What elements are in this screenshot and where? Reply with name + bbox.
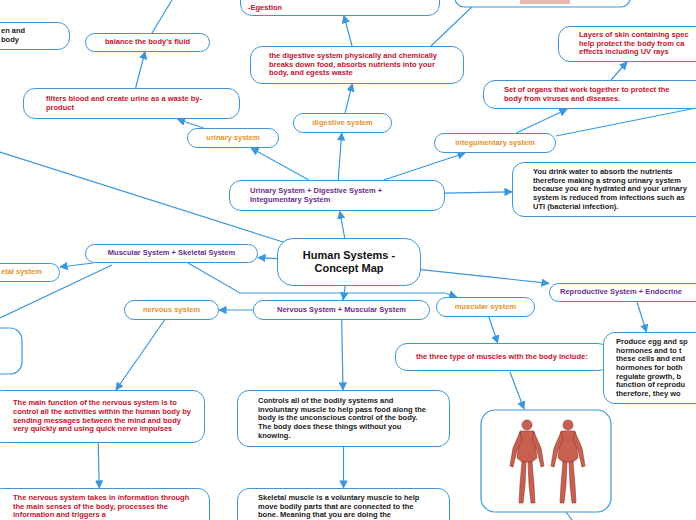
connector-arrow: [384, 153, 465, 180]
image-box: [481, 410, 611, 512]
concept-box: etal system: [0, 263, 60, 282]
concept-box: filters blood and create urine as a wast…: [23, 88, 240, 119]
node-text: the three type of muscles with the body …: [416, 353, 589, 362]
connector-arrow: [637, 302, 647, 332]
node-text: Layers of skin containing spec help prot…: [579, 31, 696, 57]
concept-box: -Egestion: [240, 0, 440, 16]
concept-box: the digestive system physically and chem…: [250, 46, 464, 84]
concept-box: Human Systems - Concept Map: [277, 238, 421, 286]
connector-arrow: [258, 258, 277, 259]
concept-box: Urinary System + Digestive System + Inte…: [229, 180, 445, 211]
concept-box: urinary system: [187, 128, 279, 148]
concept-box: muscular system: [436, 297, 535, 317]
image-link: [510, 372, 524, 409]
node-text: You drink water to absorb the nutrients …: [533, 168, 687, 211]
node-text: etal system: [1, 268, 51, 277]
concept-box: the three type of muscles with the body …: [395, 343, 610, 371]
concept-box: Skeletal muscle is a voluntary muscle to…: [237, 488, 450, 520]
node-text: Produce egg and sp hormones and to t the…: [616, 338, 690, 398]
concept-box: The main function of the nervous system …: [0, 390, 205, 443]
offscreen-link: [566, 512, 572, 520]
concept-box: The nervous system takes in information …: [0, 488, 210, 520]
connector-arrow: [344, 16, 352, 46]
node-text: Controls all of the bodily systems and i…: [258, 397, 431, 440]
node-text: Human Systems - Concept Map: [286, 249, 412, 275]
connector-arrow: [136, 52, 146, 88]
node-text: Nervous System + Muscular System: [260, 306, 423, 315]
concept-box: Produce egg and sp hormones and to t the…: [603, 332, 696, 404]
connector-arrow: [219, 309, 253, 310]
connector-arrow: [342, 320, 343, 390]
concept-box: integumentary system: [434, 133, 556, 153]
concept-box: You drink water to absorb the nutrients …: [512, 162, 696, 217]
connector-arrow: [60, 263, 93, 267]
node-text: balance the body's fluid: [94, 38, 201, 47]
node-text: urinary system: [194, 134, 272, 143]
offscreen-box: [0, 328, 22, 374]
node-text: the digestive system physically and chem…: [269, 52, 445, 78]
concept-box: Set of organs that work together to prot…: [483, 80, 696, 109]
concept-box: Nervous System + Muscular System: [253, 300, 430, 320]
node-text: Set of organs that work together to prot…: [504, 86, 678, 103]
connector-arrow: [489, 317, 498, 343]
concept-box: nervous system: [124, 300, 219, 320]
node-text: nervous system: [131, 306, 212, 315]
offscreen-link: [556, 108, 696, 136]
node-text: filters blood and create urine as a wast…: [46, 95, 217, 112]
connector-arrow: [251, 148, 309, 180]
muscle-figure: [510, 420, 585, 503]
connector-arrow: [338, 133, 342, 180]
concept-box: Controls all of the bodily systems and i…: [237, 390, 450, 447]
node-text: -Egestion: [248, 4, 431, 13]
concept-box: balance the body's fluid: [85, 33, 210, 52]
offscreen-link: [152, 0, 172, 33]
concept-box: Layers of skin containing spec help prot…: [558, 26, 696, 62]
thumbnail: [520, 0, 570, 4]
connector-arrow: [340, 211, 345, 238]
node-text: Muscular System + Skeletal System: [92, 249, 251, 258]
connector-arrow: [611, 62, 627, 80]
connector-arrow: [445, 192, 512, 193]
concept-box: Muscular System + Skeletal System: [85, 244, 258, 263]
node-text: muscular system: [443, 303, 528, 312]
image-box: [455, 0, 630, 7]
node-text: digestive system: [300, 119, 385, 128]
connector-arrow: [116, 320, 165, 390]
node-text: The main function of the nervous system …: [13, 399, 192, 434]
connector-arrow: [421, 270, 549, 284]
node-text: en and body: [1, 27, 33, 44]
node-text: Reproductive System + Endocrine: [560, 288, 696, 297]
connector-arrow: [98, 443, 99, 488]
connector-arrow: [343, 447, 344, 488]
connector-arrow: [178, 119, 204, 128]
node-text: Urinary System + Digestive System + Inte…: [250, 187, 424, 204]
concept-box: Reproductive System + Endocrine: [549, 283, 696, 302]
concept-box: en and body: [0, 22, 70, 50]
connector-arrow: [516, 109, 567, 133]
concept-box: digestive system: [293, 113, 392, 133]
node-text: integumentary system: [441, 139, 549, 148]
node-text: Skeletal muscle is a voluntary muscle to…: [258, 494, 431, 520]
node-text: The nervous system takes in information …: [13, 494, 197, 520]
connector-arrow: [345, 84, 352, 113]
